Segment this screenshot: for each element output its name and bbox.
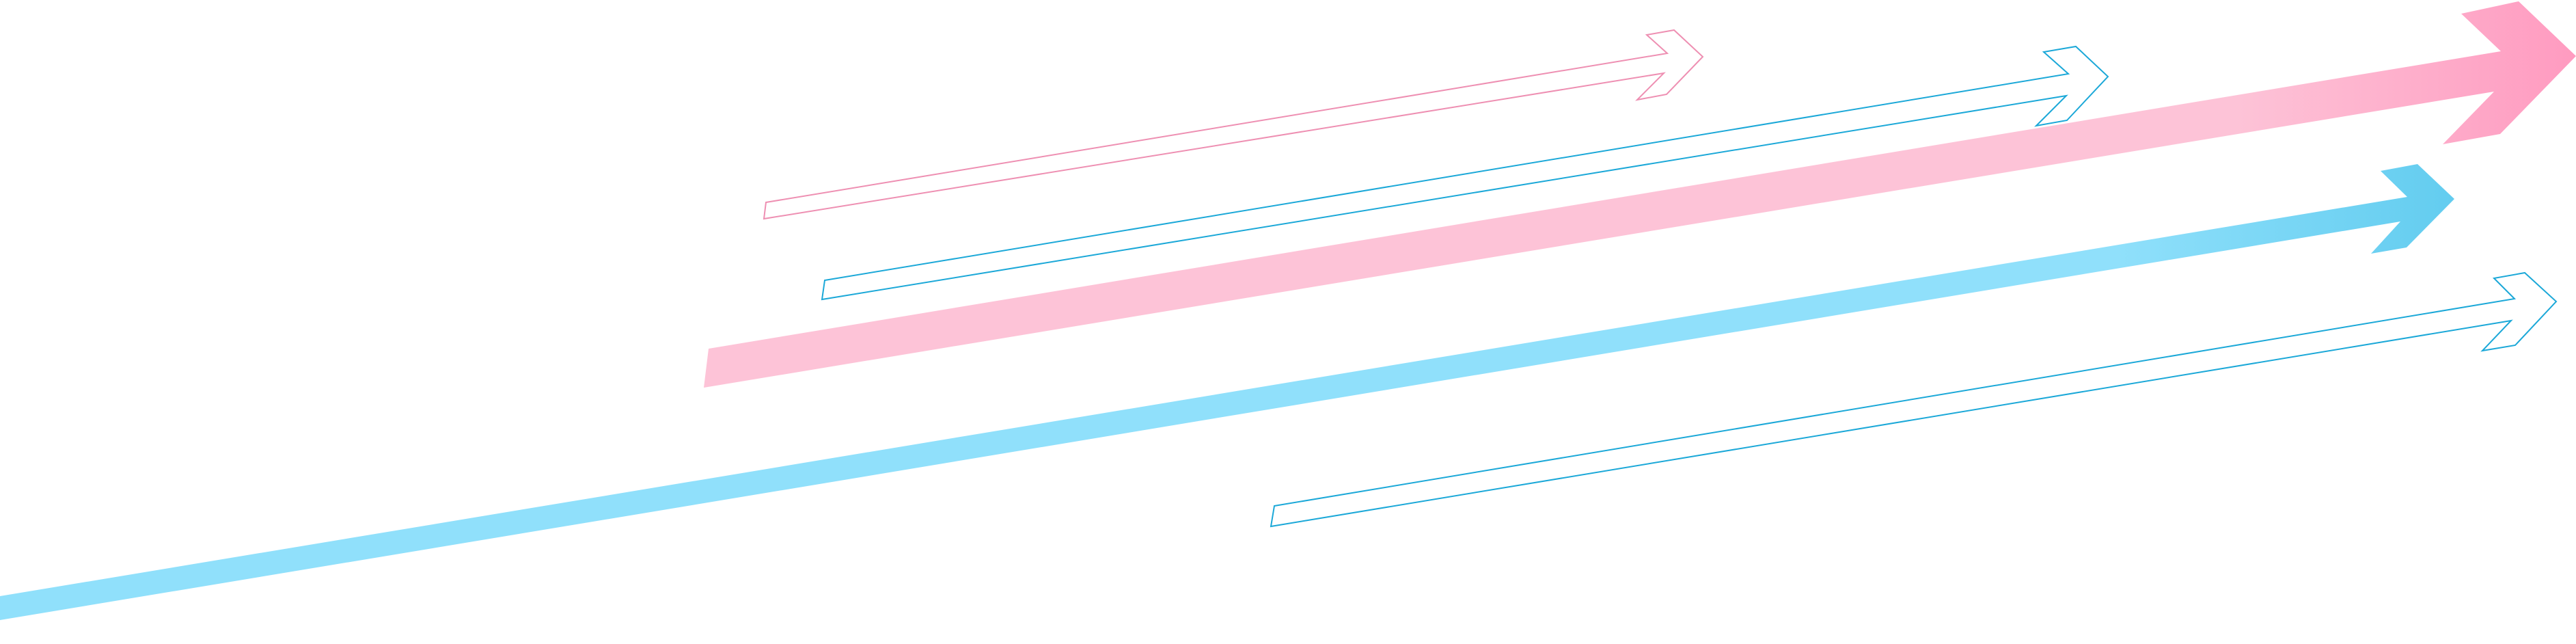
blue-solid-arrow [0, 164, 2454, 620]
blue-outline-arrow-lower [1270, 271, 2558, 528]
blue-outline-arrow-upper [821, 45, 2109, 301]
pink-solid-arrow [704, 1, 2576, 388]
pink-outline-arrow [763, 29, 1704, 220]
